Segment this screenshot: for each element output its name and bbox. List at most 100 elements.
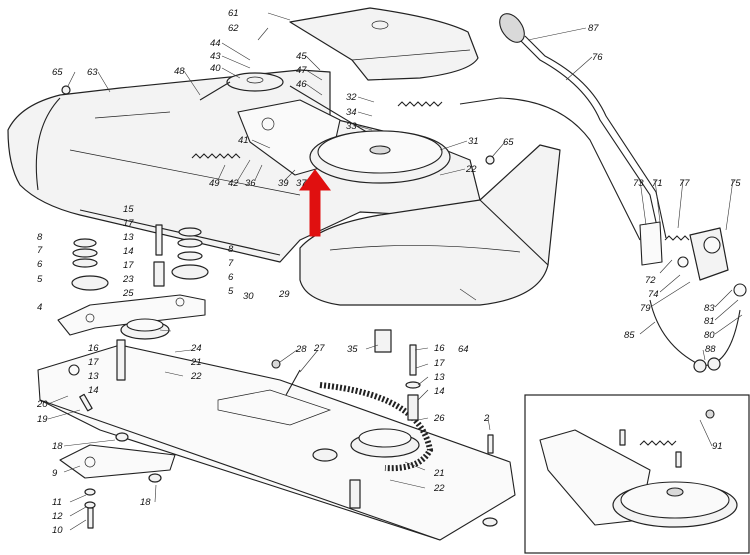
leader-lines (47, 12, 743, 531)
callout-43: 43 (210, 51, 221, 62)
callout-65-top: 65 (52, 67, 63, 78)
callout-73: 73 (633, 178, 644, 189)
blade-guard (299, 144, 561, 306)
callout-17-d: 17 (434, 358, 445, 369)
callout-25: 25 (122, 288, 134, 299)
callout-22-top: 22 (465, 164, 477, 175)
lever-mechanism (639, 221, 747, 366)
callout-29: 29 (278, 289, 290, 300)
callout-14-b: 14 (88, 385, 99, 396)
callout-83: 83 (704, 303, 715, 314)
callout-7-left: 7 (37, 245, 43, 256)
callout-72: 72 (645, 275, 656, 286)
callout-13-c: 13 (434, 372, 445, 383)
springs (191, 97, 690, 241)
callout-16-left: 16 (88, 343, 99, 354)
callout-77: 77 (679, 178, 690, 189)
callout-81: 81 (704, 316, 715, 327)
left-pulley-parts (57, 224, 209, 336)
deck-housing (7, 69, 481, 263)
callout-36: 36 (245, 178, 256, 189)
callout-46: 46 (296, 79, 307, 90)
callout-24: 24 (190, 343, 202, 354)
callout-37: 37 (296, 178, 307, 189)
callout-28: 28 (295, 344, 307, 355)
lower-pulley-21 (116, 318, 170, 381)
callout-41: 41 (238, 135, 249, 146)
callout-31: 31 (468, 136, 479, 147)
callout-18-left: 18 (52, 441, 63, 452)
callout-30: 30 (243, 291, 254, 302)
callout-14-a: 14 (123, 246, 134, 257)
callout-75: 75 (730, 178, 741, 189)
callout-34: 34 (346, 107, 357, 118)
callout-11: 11 (52, 497, 62, 508)
callout-33: 33 (346, 121, 357, 132)
callout-18-right: 18 (140, 497, 151, 508)
callout-40: 40 (210, 63, 221, 74)
callout-45: 45 (296, 51, 307, 62)
callout-22-mid: 22 (190, 371, 202, 382)
belt-cover (289, 7, 479, 81)
callout-15: 15 (123, 204, 134, 215)
callout-8-left: 8 (37, 232, 43, 243)
callout-62: 62 (228, 23, 239, 34)
callout-4: 4 (37, 302, 42, 313)
main-pulley-31 (309, 130, 451, 184)
callout-12: 12 (52, 511, 63, 522)
callout-49: 49 (209, 178, 220, 189)
misc-fasteners (61, 85, 721, 529)
callout-9: 9 (52, 468, 58, 479)
callout-44: 44 (210, 38, 221, 49)
callout-5-left: 5 (37, 274, 43, 285)
drive-belt-26 (319, 382, 434, 472)
control-lever (499, 13, 667, 241)
callout-48: 48 (174, 66, 185, 77)
callout-22-lower: 22 (433, 483, 445, 494)
callout-47: 47 (296, 65, 307, 76)
callout-13-b: 13 (88, 371, 99, 382)
callout-19: 19 (37, 414, 48, 425)
callout-61: 61 (228, 8, 239, 19)
callout-14-c: 14 (434, 386, 445, 397)
inset-detail (524, 394, 750, 554)
callout-42: 42 (228, 178, 239, 189)
callout-76: 76 (592, 52, 603, 63)
highlight-arrow (299, 169, 331, 237)
callout-32: 32 (346, 92, 357, 103)
callout-16-right: 16 (434, 343, 445, 354)
callout-85: 85 (624, 330, 635, 341)
callout-17-b: 17 (123, 260, 134, 271)
callout-23: 23 (122, 274, 134, 285)
callout-5-right: 5 (228, 286, 234, 297)
callout-2: 2 (483, 413, 490, 424)
callout-7-right: 7 (228, 258, 234, 269)
callout-10: 10 (52, 525, 63, 536)
callout-26: 26 (433, 413, 445, 424)
callout-21-lower: 21 (433, 468, 445, 479)
callout-80: 80 (704, 330, 715, 341)
callout-63: 63 (87, 67, 98, 78)
callout-6-left: 6 (37, 259, 43, 270)
callout-79: 79 (640, 303, 651, 314)
callout-35: 35 (347, 344, 358, 355)
callout-74: 74 (648, 289, 659, 300)
lower-pulley-21b (312, 428, 420, 509)
callout-17-a: 17 (123, 218, 134, 229)
callout-39: 39 (278, 178, 289, 189)
callout-27: 27 (313, 343, 325, 354)
callout-88: 88 (705, 344, 716, 355)
callout-labels: 61 62 87 76 44 43 40 45 47 46 32 34 33 6… (36, 8, 741, 536)
callout-64: 64 (458, 344, 469, 355)
callout-17-c: 17 (88, 357, 99, 368)
callout-21-left: 21 (190, 357, 202, 368)
callout-91: 91 (712, 441, 723, 452)
callout-87: 87 (588, 23, 599, 34)
mounting-plate (37, 344, 516, 541)
callout-71: 71 (652, 178, 663, 189)
callout-8-right: 8 (228, 244, 234, 255)
idler-pulley-40 (199, 72, 401, 153)
callout-6-right: 6 (228, 272, 234, 283)
callout-20: 20 (36, 399, 48, 410)
